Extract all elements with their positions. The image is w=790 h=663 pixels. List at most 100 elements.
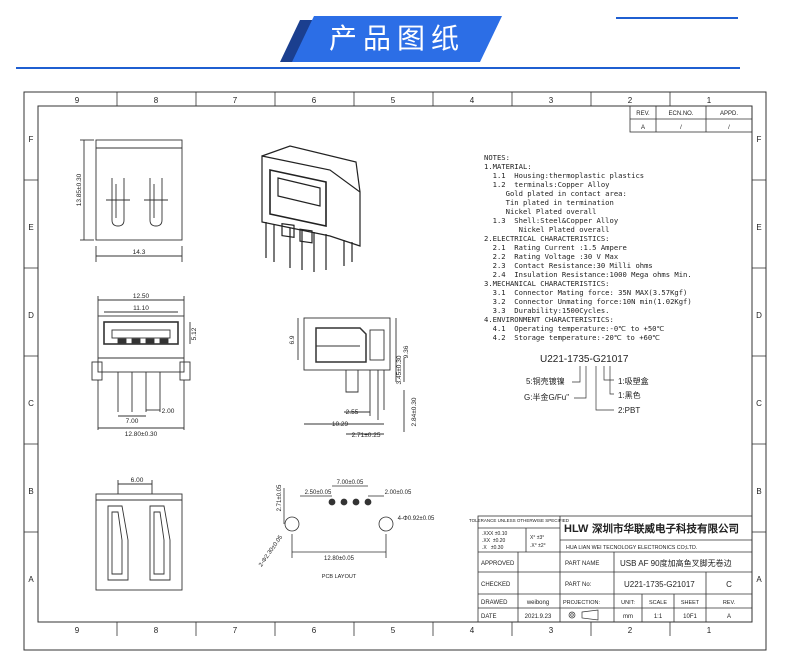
rev-label: REV. [723, 600, 736, 606]
front-view [91, 296, 191, 430]
note-line: Nickel Plated overall [484, 225, 610, 234]
col-label: 8 [154, 626, 159, 635]
note-line: 3.MECHANICAL CHARACTERISTICS: [484, 279, 610, 288]
row-label: B [28, 487, 33, 496]
banner-top-accent [616, 17, 738, 19]
dim-side-2-71: 2.71±0.25 [352, 432, 381, 439]
row-label: D [756, 311, 762, 320]
note-line: 2.2 Rating Voltage :30 V Max [484, 252, 619, 261]
tolerance-2dp: .XX ±0.20 [482, 538, 506, 544]
note-line: 4.ENVIRONMENT CHARACTERISTICS: [484, 315, 614, 324]
dim-front-12-50: 12.50 [133, 293, 150, 300]
col-label: 7 [233, 96, 238, 105]
dim-pcb-2-50: 2.50±0.05 [305, 490, 332, 496]
note-line: 1.3 Shell:Steel&Copper Alloy [484, 216, 619, 225]
drawed-label: DRAWED [481, 600, 508, 606]
appd-header: APPD. [720, 111, 738, 117]
note-line: 1.1 Housing:thermoplastic plastics [484, 171, 644, 180]
note-line: 4.1 Operating temperature:-0℃ to +50℃ [484, 324, 665, 333]
dim-front-7-00: 7.00 [126, 418, 139, 425]
note-line: NOTES: [484, 153, 510, 162]
pcb-layout-label: PCB LAYOUT [322, 574, 357, 580]
date-value: 2021.9.23 [525, 614, 552, 620]
dim-pcb-hole-small: 4-Φ0.92±0.05 [398, 516, 435, 522]
company-name-en: HUA LIAN WEI TECNOLOGY ELECTRONICS CO;LT… [566, 545, 697, 551]
row-label: A [756, 575, 762, 584]
row-label: E [28, 223, 33, 232]
dim-pcb-2-00: 2.00±0.05 [385, 490, 412, 496]
dim-side-2-84: 2.84±0.30 [411, 397, 418, 426]
appd-value: / [728, 125, 730, 131]
projection-label: PROJECTION: [563, 600, 600, 606]
dim-side-9-36: 9.36 [403, 345, 410, 358]
approved-label: APPROVED [481, 561, 515, 567]
drawer-value: weibong [526, 600, 549, 606]
pcb-layout [283, 485, 394, 558]
note-line: 2.ELECTRICAL CHARACTERISTICS: [484, 234, 610, 243]
dim-side-3-45: 3.45±0.30 [396, 355, 403, 384]
ecn-value: / [680, 125, 682, 131]
top-view [80, 139, 183, 262]
sheet-value: 10F1 [683, 614, 697, 620]
col-label: 7 [233, 626, 238, 635]
col-label: 3 [549, 96, 554, 105]
note-line: 1.2 terminals:Copper Alloy [484, 180, 610, 189]
col-label: 6 [312, 626, 317, 635]
tolerance-title: TOLERANCE UNLESS OTHERWISE SPECIFIED [469, 518, 570, 523]
unit-value: mm [623, 614, 633, 620]
callout-plating: G:半金G/Fu" [524, 392, 569, 402]
row-label: A [28, 575, 34, 584]
row-label: F [29, 135, 34, 144]
sheet-label: SHEET [681, 600, 700, 606]
col-label: 5 [391, 96, 396, 105]
row-label: C [28, 399, 34, 408]
col-label: 9 [75, 96, 80, 105]
col-label: 1 [707, 96, 712, 105]
callout-shell: 5:铜壳镀镍 [526, 376, 565, 386]
dim-top-height: 13.85±0.30 [76, 173, 83, 206]
banner-underline [16, 67, 740, 69]
note-line: Gold plated in contact area: [484, 189, 627, 198]
side-view [297, 317, 405, 435]
frame-inner [37, 105, 753, 623]
dim-top-width: 14.3 [133, 249, 146, 256]
frame-outer [23, 91, 767, 651]
dim-pcb-hole-large: 2-Φ2.30±0.05 [258, 534, 284, 568]
dim-bottom-6-00: 6.00 [131, 477, 144, 484]
rev-value: A [727, 614, 731, 620]
dim-side-10-29: 10.29 [332, 421, 349, 428]
col-label: 2 [628, 626, 633, 635]
company-logo: HLW [564, 523, 589, 535]
banner-shape [292, 16, 502, 62]
company-name-cn: 深圳市华联威电子科技有限公司 [592, 522, 739, 535]
part-code-breakdown: U221-1735-G21017 5:铜壳镀镍 G:半金G/Fu" 1:吸塑盒 … [524, 354, 649, 415]
revision-block: REV. ECN.NO. APPD. A / / [629, 105, 753, 133]
note-line: 3.3 Durability:1500Cycles. [484, 306, 610, 315]
date-label: DATE [481, 614, 497, 620]
row-label: B [756, 487, 761, 496]
row-label: F [757, 135, 762, 144]
dim-pcb-7-00: 7.00±0.05 [337, 480, 364, 486]
callout-packaging: 1:吸塑盒 [618, 376, 649, 386]
rev-header: REV. [636, 111, 650, 117]
col-label: 2 [628, 96, 633, 105]
col-label: 6 [312, 96, 317, 105]
note-line: Nickel Plated overall [484, 207, 597, 216]
rev-value: A [641, 125, 645, 131]
note-line: 1.MATERIAL: [484, 162, 532, 171]
row-label: E [756, 223, 761, 232]
bottom-view [95, 480, 183, 591]
tolerance-3dp: .XXX ±0.10 [482, 531, 507, 537]
unit-label: UNIT: [621, 600, 635, 606]
col-label: 4 [470, 96, 475, 105]
note-line: 2.4 Insulation Resistance:1000 Mega ohms… [484, 270, 692, 279]
part-code: U221-1735-G21017 [540, 354, 629, 365]
page-title: 产品图纸 [328, 22, 465, 55]
note-line: 2.1 Rating Current :1.5 Ampere [484, 243, 627, 252]
part-no-value: U221-1735-G21017 [624, 580, 695, 589]
callout-material: 2:PBT [618, 406, 640, 415]
checked-label: CHECKED [481, 582, 511, 588]
callout-color: 1:黑色 [618, 390, 641, 400]
scale-label: SCALE [649, 600, 667, 606]
